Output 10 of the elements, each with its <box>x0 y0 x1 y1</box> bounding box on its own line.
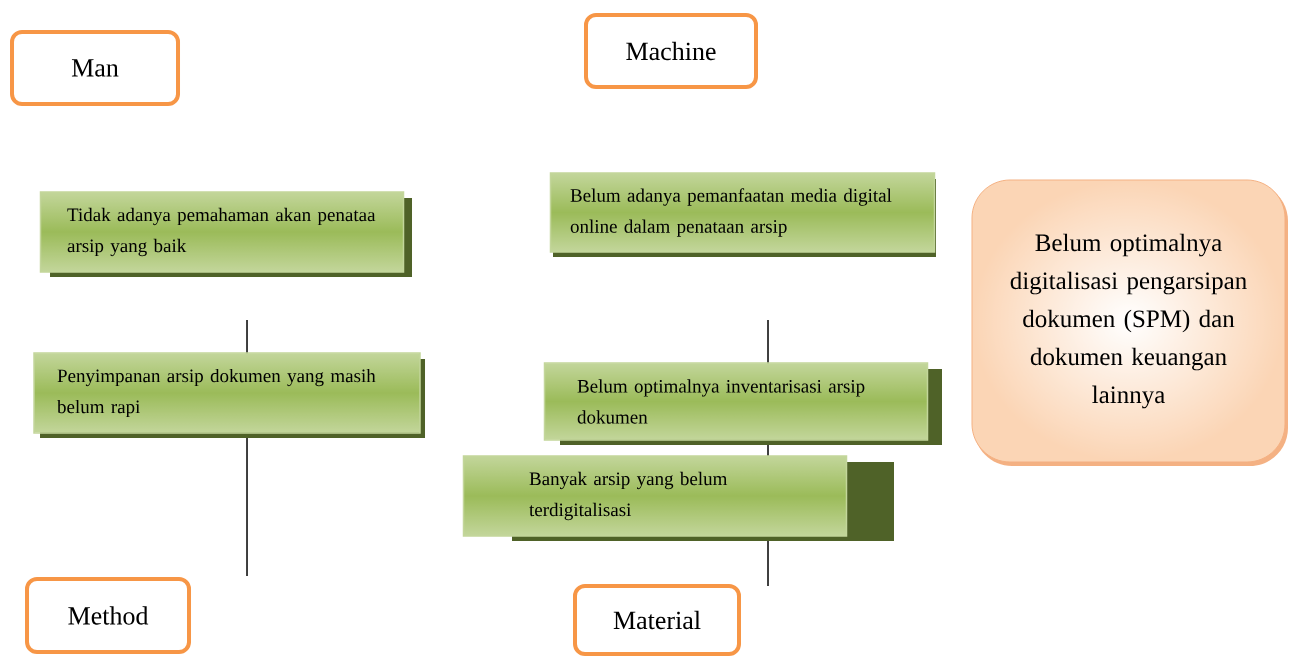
cause-box: Belum optimalnya inventarisasi arsip dokumen <box>543 362 942 445</box>
category-box: Man <box>10 30 180 106</box>
category-box: Method <box>25 577 191 654</box>
cause-box: Penyimpanan arsip dokumen yang masih belum rapi <box>33 352 425 438</box>
category-box: Material <box>573 584 741 656</box>
cause-box: Belum adanya pemanfaatan media digital online dalam penataan arsip <box>549 172 936 257</box>
category-box: Machine <box>584 13 758 89</box>
effect-box: Belum optimalnya digitalisasi pengarsipan dokumen (SPM) dan dokumen keuangan lainnya <box>971 179 1288 466</box>
cause-box: Tidak adanya pemahaman akan penataa arsip yang baik <box>39 191 412 277</box>
cause-box: Banyak arsip yang belum terdigitalisasi <box>462 455 894 541</box>
